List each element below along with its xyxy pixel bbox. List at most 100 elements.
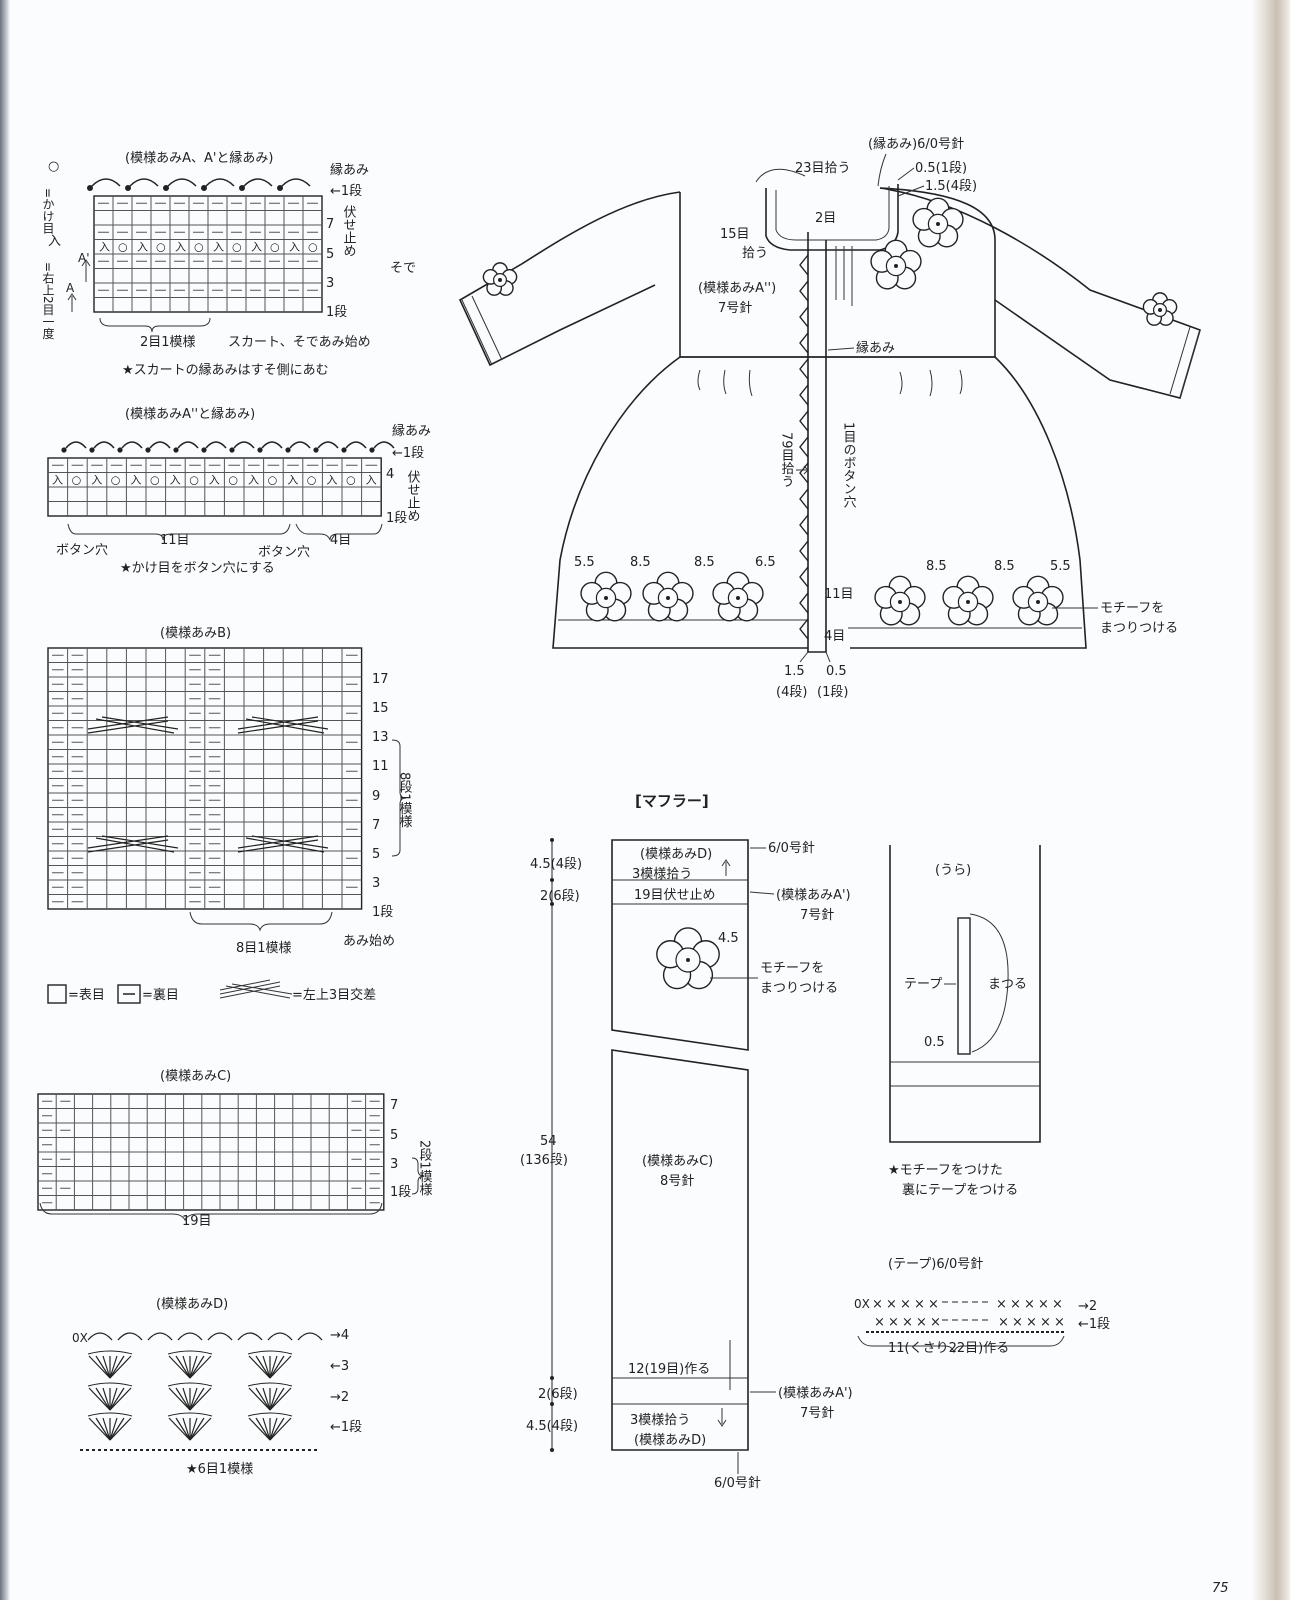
- k2tog-symbol: 入: [48, 234, 61, 249]
- flower-button: [498, 278, 502, 282]
- placket-picot: [799, 410, 809, 432]
- muffler-dim-bottom-45: 4.5(4段): [526, 1419, 578, 1434]
- stitch-dot: [239, 185, 245, 191]
- muffler-flower-motif: [656, 927, 720, 990]
- flower-button: [898, 600, 902, 604]
- chart-a2-row4: 4: [386, 467, 394, 482]
- muffler-bindoff: 19目伏せ止め: [634, 888, 716, 903]
- k2tog-mark: 入: [209, 474, 220, 487]
- skirt-right: [850, 356, 1087, 649]
- page-binding-shadow: [0, 0, 10, 1600]
- picot-arc: [237, 1332, 263, 1341]
- chart-a-start-label: スカート、そであみ始め: [228, 335, 371, 350]
- yo-symbol: ○: [48, 159, 59, 174]
- dc-stitch: [102, 1417, 111, 1441]
- muffler-pattern-aprime-bottom: (模様あみA'): [778, 1386, 853, 1401]
- sc-stitch: ×: [930, 1315, 941, 1330]
- yo-mark: ○: [268, 474, 278, 487]
- flower-motif: [656, 927, 720, 990]
- flower-motif: [642, 571, 694, 622]
- flower-button: [1036, 600, 1040, 604]
- chart-a2-count-4: 4目: [330, 533, 351, 548]
- chart-d: (模様あみD) 0X →4 ←3 →2 ←1段 ★6目1模様: [72, 1297, 362, 1477]
- dress-bottom-15: 1.5: [784, 664, 805, 679]
- dc-stitch: [189, 1387, 212, 1411]
- chart-a-row-7: 7: [326, 217, 334, 232]
- dc-stitch: [262, 1355, 271, 1379]
- chart-c-row-bracket: [411, 1157, 425, 1195]
- dc-stitch: [189, 1417, 198, 1441]
- muffler-center-pattern: (模様あみC): [642, 1154, 713, 1169]
- chart-a-title: (模様あみA、A'と縁あみ): [125, 150, 274, 166]
- dc-stitch: [182, 1417, 191, 1441]
- sc-stitch: ×: [874, 1315, 885, 1330]
- chart-a-a-label: A: [66, 281, 75, 295]
- chart-b-row-1: 1段: [372, 905, 393, 920]
- sc-stitch: ×: [998, 1315, 1009, 1330]
- chart-a: (模様あみA、A'と縁あみ) 入○入○入○入○入○入○ 縁あみ ←1段 伏せ止め…: [66, 150, 416, 378]
- dress-edge-label: 縁あみ: [856, 340, 895, 356]
- dress-count-11: 11目: [824, 587, 854, 602]
- yo-mark: ○: [72, 474, 82, 487]
- placket-picot: [799, 436, 809, 458]
- chart-c-row-1: 1段: [390, 1185, 411, 1200]
- chart-a-row-5: 5: [326, 247, 334, 262]
- picot-arc: [207, 1332, 233, 1341]
- dress-bottom-4rows: (4段): [776, 685, 807, 700]
- chart-a2-brackets: [67, 523, 383, 541]
- back-detail-note-1: ★モチーフをつけた: [888, 1163, 1003, 1178]
- dress-pick-15b: 拾う: [742, 246, 768, 261]
- chart-b-row-5: 5: [372, 847, 380, 862]
- muffler-dim-bottom-2: 2(6段): [538, 1387, 578, 1402]
- back-detail: (うら) テープ まつる 0.5 ★モチーフをつけた 裏にテープをつける: [888, 845, 1041, 1198]
- dc-stitch: [269, 1355, 285, 1379]
- dc-stitch: [248, 1355, 271, 1379]
- dc-stitch: [109, 1387, 118, 1411]
- muffler-cast-on: 12(19目)作る: [628, 1362, 710, 1377]
- dress-spacing-5: 8.5: [926, 559, 947, 574]
- back-detail-note-2: 裏にテープをつける: [902, 1183, 1018, 1198]
- sc-stitch: ×: [1054, 1315, 1065, 1330]
- picot-arc: [345, 441, 367, 449]
- muffler-pick-bottom: 3模様拾う: [630, 1413, 690, 1428]
- dc-stitch: [269, 1355, 278, 1379]
- dc-stitch: [255, 1387, 271, 1411]
- flower-button: [936, 222, 940, 226]
- chart-a-edge-label: 縁あみ: [330, 162, 369, 178]
- dc-stitch: [95, 1355, 111, 1379]
- dress-collar-05: 0.5(1段): [915, 161, 967, 176]
- purl-symbol: [117, 984, 141, 1004]
- dc-stitch: [189, 1417, 212, 1441]
- dc-stitch: [269, 1417, 285, 1441]
- sc-stitch: ×: [1012, 1315, 1023, 1330]
- muffler-top-pattern: (模様あみD): [640, 847, 712, 862]
- muffler-body: [611, 1049, 749, 1451]
- placket-picot: [799, 254, 809, 276]
- chart-a2-buttonhole-right: ボタン穴: [258, 545, 310, 560]
- tape-chain-label: 11(くさり22目)作る: [888, 1341, 1009, 1356]
- chart-a2-count-11: 11目: [160, 533, 190, 548]
- dc-stitch: [248, 1387, 271, 1411]
- dc-stitch: [88, 1387, 111, 1411]
- muffler-pick-top: 3模様拾う: [632, 867, 692, 882]
- tape-chart: (テープ)6/0号針 0X ×××××××××××××××××××× →2 ←1…: [854, 1257, 1110, 1356]
- muffler-dim-top-2: 2(6段): [540, 889, 580, 904]
- stitch-dot: [313, 447, 319, 453]
- dc-stitch: [168, 1417, 191, 1441]
- muffler-top-piece: [611, 839, 749, 1051]
- k2tog-mark: 入: [213, 241, 224, 254]
- collar: [765, 184, 899, 251]
- tape-row-1: ←1段: [1078, 1317, 1110, 1332]
- stitch-dot: [163, 185, 169, 191]
- flower-button: [1158, 308, 1162, 312]
- stitch-symbol-legend: =表目 =裏目 =左上3目交差: [47, 979, 376, 1004]
- placket-picot: [799, 618, 809, 640]
- chart-d-note: ★6目1模様: [186, 1462, 253, 1477]
- yo-mark: ○: [308, 241, 318, 254]
- cable-cross: [237, 716, 329, 734]
- k2tog-mark: 入: [251, 241, 262, 254]
- knit-symbol: [47, 984, 67, 1004]
- dc-stitch: [269, 1387, 278, 1411]
- knit-legend-text: =表目: [68, 988, 105, 1003]
